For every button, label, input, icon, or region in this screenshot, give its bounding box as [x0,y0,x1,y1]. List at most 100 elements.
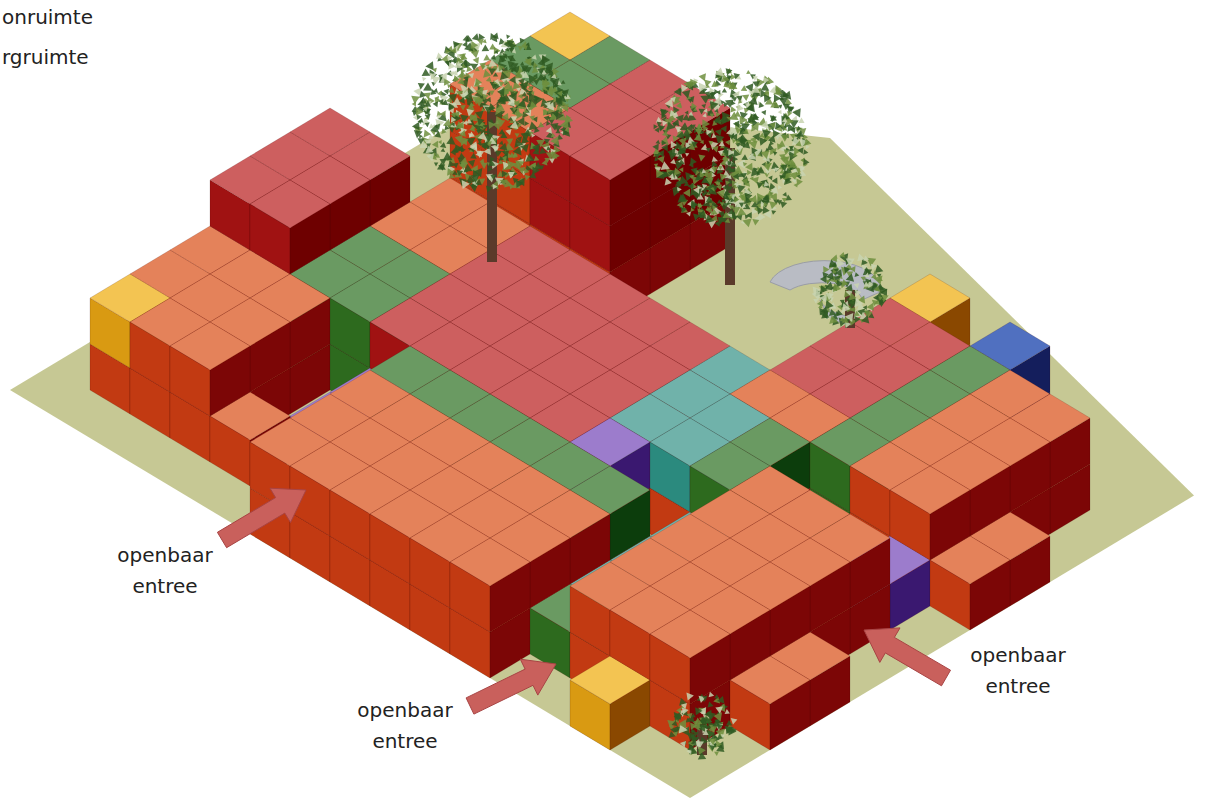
leaf [520,62,524,66]
leaf [440,73,447,80]
leaf [545,87,549,91]
leaf [422,77,426,81]
leaf [544,158,550,163]
leaf [447,84,451,88]
leaf [435,153,440,157]
leaf [466,118,472,123]
volume-cube [170,322,250,416]
leaf [453,75,459,82]
leaf [534,156,540,161]
leaf [511,116,518,122]
leaf [470,153,477,159]
leaf [722,88,727,93]
leaf [482,45,490,52]
leaf [488,167,493,172]
leaf [475,111,484,119]
cube-face [570,132,650,180]
leaf [456,170,463,176]
leaf [460,71,467,77]
leaf [460,105,466,110]
leaf [562,90,567,95]
leaf [424,100,431,106]
leaf [424,92,431,99]
leaf [478,132,486,140]
paved-arc [770,261,880,300]
leaf [528,86,533,92]
volume-cube [650,610,730,704]
leaf [530,101,538,109]
building-blocks [90,12,1090,750]
leaf [455,61,463,68]
leaf [555,129,560,134]
leaf [497,120,505,128]
leaf [499,156,504,161]
leaf [504,80,508,84]
leaf [432,141,438,148]
leaf [534,80,540,85]
leaf [441,129,446,135]
leaf [488,121,495,129]
leaf [453,163,459,168]
leaf [475,67,480,72]
leaf [425,123,430,128]
leaf [444,89,450,95]
leaf [418,83,425,90]
leaf [507,161,516,170]
leaf [519,82,528,91]
leaf [493,72,498,76]
leaf [489,91,495,96]
leaf [525,153,534,162]
leaf [497,88,504,96]
cube-face [890,466,970,514]
leaf [449,103,455,110]
leaf [477,118,485,126]
leaf [451,117,457,122]
leaf [431,76,440,85]
leaf [555,97,562,105]
leaf [517,137,522,143]
leaf [512,63,519,69]
leaf [457,78,464,85]
leaf [480,142,488,150]
leaf [524,168,530,174]
leaf [461,139,467,146]
leaf [466,97,473,105]
cube-face [450,538,530,586]
volume-cube [890,466,970,560]
leaf [423,83,433,91]
leaf [451,47,457,53]
leaf [532,143,540,152]
leaf [473,78,482,87]
leaf [446,49,451,54]
leaf [515,161,524,170]
leaf [531,163,536,169]
leaf [515,133,520,137]
leaf [448,62,455,70]
leaf [544,115,550,121]
leaf [486,76,492,82]
leaf [425,61,433,70]
leaf [453,111,459,118]
leaf [546,127,552,134]
leaf [438,114,442,119]
leaf [494,79,498,84]
leaf [459,130,466,137]
leaf [522,71,530,78]
leaf [499,81,505,86]
leaf [430,124,439,133]
leaf [426,153,434,161]
leaf [541,55,547,62]
leaf [419,134,423,138]
leaf [424,130,431,138]
leaf [434,163,438,167]
leaf [524,109,528,114]
leaf [505,47,509,52]
leaf [522,92,528,97]
leaf [470,143,477,151]
leaf [721,126,727,133]
leaf [529,121,538,130]
leaf [419,141,427,148]
leaf [471,50,480,58]
leaf [488,103,495,110]
leaf [533,74,538,79]
